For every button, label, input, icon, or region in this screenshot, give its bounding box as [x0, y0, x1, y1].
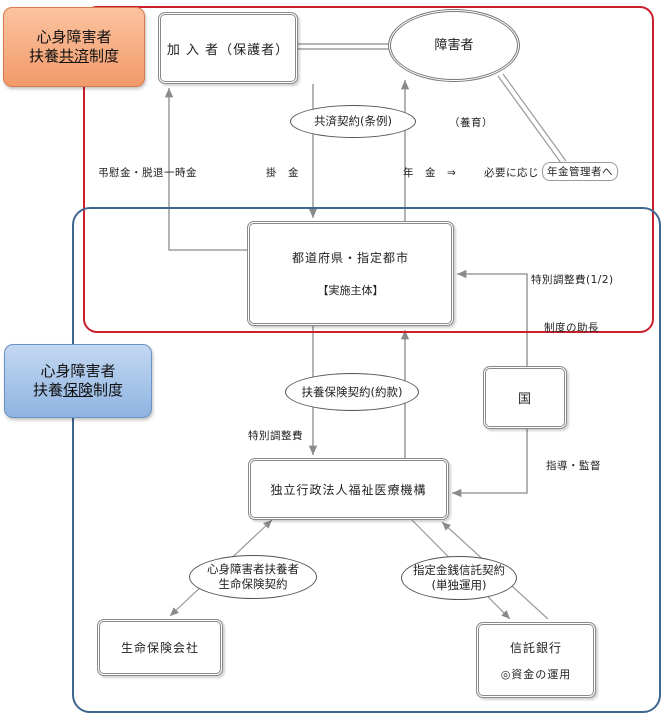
kyosai-system-badge: 心身障害者 扶養共済制度 [3, 7, 145, 87]
badge-hoken-line2: 扶養保険制度 [33, 381, 123, 400]
wam-label: 独立行政法人福祉医療機構 [270, 482, 427, 497]
badge-kyosai-line2-underlined: 共済 [58, 47, 89, 65]
life-insurance-contract-line2: 生命保険契約 [218, 577, 288, 591]
life-insurer-label: 生命保険会社 [120, 641, 199, 655]
trust-bank-node: 信託銀行 ◎資金の運用 [476, 622, 596, 698]
disabled-person-label: 障害者 [434, 38, 474, 53]
life-insurer-node: 生命保険会社 [97, 619, 223, 676]
member-guardian-label: 加 入 者（保護者） [166, 42, 290, 58]
life-insurance-contract-line1: 心身障害者扶養者 [207, 562, 299, 576]
system-promotion-label: 制度の助長 [544, 322, 599, 334]
pension-label: 年 金 ⇒ [403, 167, 457, 179]
kyosai-contract-oval: 共済契約(条例) [290, 105, 416, 138]
arrow-kuni-to-pref [457, 269, 528, 366]
prefecture-role-label: 【実施主体】 [317, 284, 384, 297]
trust-bank-role-label: ◎資金の運用 [500, 667, 572, 681]
kyosai-system-region [83, 6, 654, 333]
member-guardian-node: 加 入 者（保護者） [158, 12, 298, 84]
badge-kyosai-line1: 心身障害者 [36, 28, 112, 46]
link-disabled-to-manager-a [497, 75, 562, 164]
upbringing-label: （養育） [449, 117, 493, 129]
wam-node: 独立行政法人福祉医療機構 [248, 458, 449, 520]
arrow-kuni-to-wam [452, 429, 528, 498]
prefecture-label: 都道府県・指定都市 [291, 251, 409, 265]
national-government-node: 国 [483, 366, 567, 429]
badge-hoken-line1: 心身障害者 [40, 362, 116, 380]
hoken-contract-label: 扶養保険契約(約款) [301, 384, 403, 399]
premium-label: 掛 金 [266, 167, 299, 179]
as-needed-label: 必要に応じ [484, 167, 539, 179]
hoken-system-region [72, 207, 661, 713]
badge-hoken-line2-post: 制度 [93, 381, 124, 399]
badge-kyosai-line2: 扶養共済制度 [29, 47, 119, 66]
trust-contract-line2: (単独運用) [431, 578, 487, 592]
badge-kyosai-line2-post: 制度 [89, 47, 120, 65]
badge-hoken-line2-pre: 扶養 [32, 381, 63, 399]
life-insurance-contract-oval: 心身障害者扶養者 生命保険契約 [189, 555, 317, 599]
special-adjustment-label: 特別調整費 [248, 430, 303, 442]
arrow-pref-to-member [164, 88, 247, 251]
hoken-contract-oval: 扶養保険契約(約款) [285, 373, 419, 411]
trust-bank-label: 信託銀行 [509, 640, 562, 655]
kyosai-contract-label: 共済契約(条例) [314, 114, 392, 128]
guidance-supervision-label: 指導・監督 [546, 460, 601, 472]
badge-hoken-line2-underlined: 保険 [62, 381, 93, 399]
trust-contract-oval: 指定金銭信託契約 (単独運用) [401, 556, 517, 600]
hoken-system-badge: 心身障害者 扶養保険制度 [4, 344, 152, 418]
special-adjustment-half-label: 特別調整費(1/2) [531, 274, 614, 286]
condolence-withdrawal-label: 弔慰金・脱退一時金 [98, 167, 197, 179]
trust-contract-line1: 指定金銭信託契約 [413, 563, 505, 577]
prefecture-node: 都道府県・指定都市 【実施主体】 [247, 221, 454, 326]
link-disabled-to-manager-b [502, 73, 567, 162]
national-government-label: 国 [517, 392, 532, 407]
disabled-person-node: 障害者 [388, 9, 520, 82]
badge-kyosai-line2-pre: 扶養 [28, 47, 59, 65]
pension-manager-label: 年金管理者へ [542, 162, 618, 181]
